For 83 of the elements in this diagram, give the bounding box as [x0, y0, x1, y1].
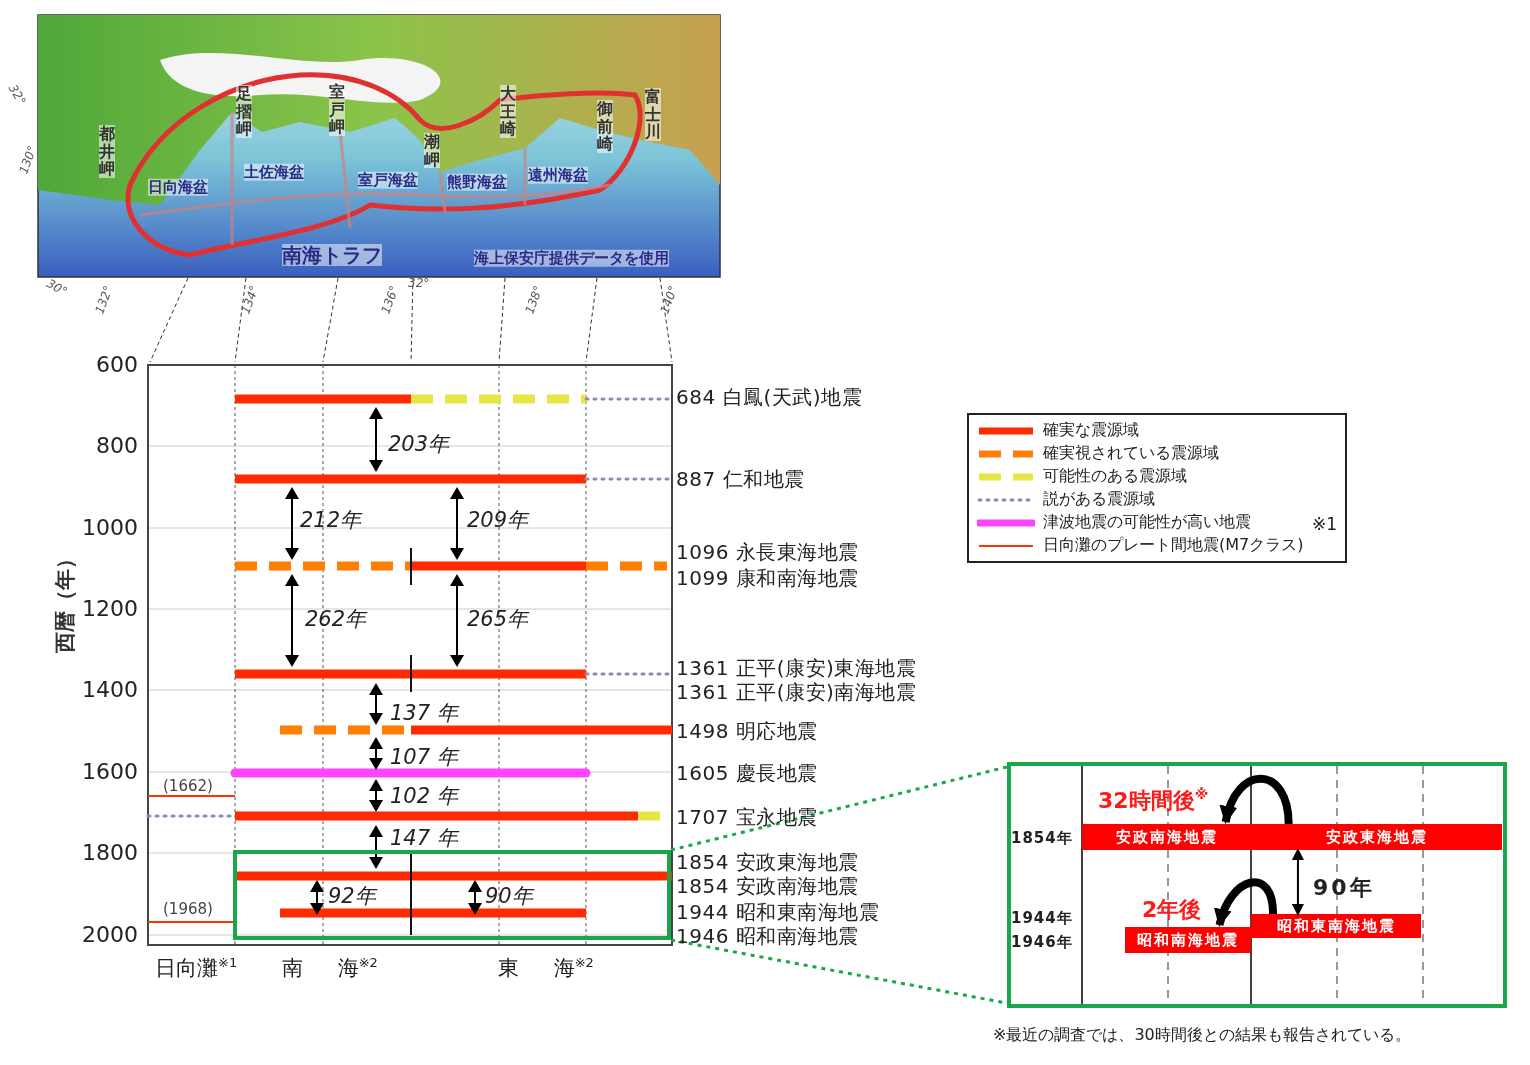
axis-title: 西暦（年）: [54, 547, 78, 653]
column-label: 日向灘$^{※1}$: [155, 955, 238, 981]
place-name: 日向海盆: [148, 178, 208, 196]
earthquake-label: 1605 慶長地震: [676, 762, 818, 784]
legend-label: 確実視されている震源域: [1043, 443, 1219, 464]
column-label: 南 海$^{※2}$: [282, 955, 378, 981]
edge-label: 2年後: [1142, 897, 1202, 923]
axis-tick-label: 1000: [82, 515, 138, 541]
earthquake-label: 1707 宝永地震: [676, 806, 818, 828]
coordinate-label: 32°: [5, 82, 28, 108]
coordinate-label: 32°: [408, 277, 430, 291]
earthquake-label: 684 白鳳(天武)地震: [676, 386, 863, 408]
earthquake-bar: 昭和東南海地震: [1251, 914, 1421, 938]
place-name: 足摺岬: [236, 85, 252, 138]
axis-tick-label: 2000: [82, 922, 138, 948]
year-label: (1662): [163, 777, 213, 795]
zoom-guide-line: [670, 765, 1008, 852]
interval-label: 92年: [328, 885, 376, 909]
earthquake-label: 1498 明応地震: [676, 720, 818, 742]
legend-label: 日向灘のプレート間地震(M7クラス): [1043, 535, 1304, 556]
place-name: 富士川: [645, 88, 661, 141]
interval-label: 209年: [467, 509, 529, 533]
curved-arrow: [1215, 878, 1278, 927]
interval-label: 90年: [485, 885, 533, 909]
year-label: 1944年: [1011, 909, 1073, 927]
earthquake-label: 1854 安政東海地震: [676, 851, 859, 873]
place-name: 遠州海盆: [528, 166, 588, 184]
footnote: ※最近の調査では、30時間後との結果も報告されている。: [993, 1026, 1411, 1044]
earthquake-label: 1096 永長東海地震: [676, 541, 859, 563]
earthquake-bar: 安政東海地震: [1251, 824, 1502, 850]
coordinate-label: 132°: [93, 284, 116, 316]
place-name: 海上保安庁提供データを使用: [474, 249, 669, 267]
footnote-mark: ※1: [1312, 514, 1338, 534]
interval-label: 137 年: [390, 702, 458, 726]
coordinate-label: 140°: [658, 284, 681, 316]
place-name: 室戸海盆: [358, 171, 418, 189]
interval-label: 102 年: [390, 785, 458, 809]
interval-label: 147 年: [390, 827, 458, 851]
place-name: 土佐海盆: [244, 163, 304, 181]
axis-tick-label: 1600: [82, 759, 138, 785]
place-name: 大王崎: [500, 85, 516, 138]
earthquake-bar: 昭和南海地震: [1125, 927, 1251, 953]
inset-panel: [1007, 762, 1507, 1008]
place-name: 潮岬: [424, 133, 440, 169]
earthquake-label: 1946 昭和南海地震: [676, 925, 859, 947]
axis-tick-label: 1400: [82, 677, 138, 703]
axis-tick-label: 600: [96, 352, 138, 378]
trough-name: 南海トラフ: [282, 244, 382, 266]
earthquake-label: 1361 正平(康安)南海地震: [676, 681, 917, 703]
earthquake-label: 1944 昭和東南海地震: [676, 901, 880, 923]
earthquake-label: 887 仁和地震: [676, 468, 805, 490]
coordinate-label: 134°: [239, 284, 262, 316]
earthquake-label: 1361 正平(康安)東海地震: [676, 657, 917, 679]
interval-label: 265年: [467, 608, 529, 632]
curved-arrow: [1220, 774, 1293, 825]
coordinate-label: 136°: [379, 284, 402, 316]
axis-tick-label: 1200: [82, 596, 138, 622]
earthquake-label: 1099 康和南海地震: [676, 567, 859, 589]
legend-label: 確実な震源域: [1043, 420, 1139, 441]
coordinate-label: 30°: [44, 276, 70, 300]
coordinate-label: 130°: [17, 144, 40, 176]
coordinate-label: 138°: [523, 284, 546, 316]
interval-label: 107 年: [390, 746, 458, 770]
place-name: 都井岬: [99, 125, 115, 178]
place-name: 御前崎: [597, 100, 613, 153]
legend-label: 説がある震源域: [1043, 489, 1155, 510]
edge-label: 32時間後$^{※}$: [1098, 787, 1209, 813]
interval-label: 262年: [305, 608, 367, 632]
year-label: (1968): [163, 900, 213, 918]
place-name: 熊野海盆: [447, 173, 507, 191]
axis-tick-label: 1800: [82, 840, 138, 866]
legend-label: 津波地震の可能性が高い地震: [1043, 512, 1251, 533]
column-label: 東 海$^{※2}$: [498, 955, 594, 981]
earthquake-bar: 安政南海地震: [1082, 824, 1251, 850]
legend-label: 可能性のある震源域: [1043, 466, 1187, 487]
double-arrow: [1291, 848, 1304, 916]
edge-label: 90年: [1313, 875, 1375, 901]
interval-label: 203年: [388, 433, 450, 457]
zoom-frame: [233, 850, 671, 940]
year-label: 1946年: [1011, 933, 1073, 951]
place-name: 室戸岬: [329, 83, 345, 136]
axis-tick-label: 800: [96, 433, 138, 459]
interval-label: 212年: [300, 509, 362, 533]
